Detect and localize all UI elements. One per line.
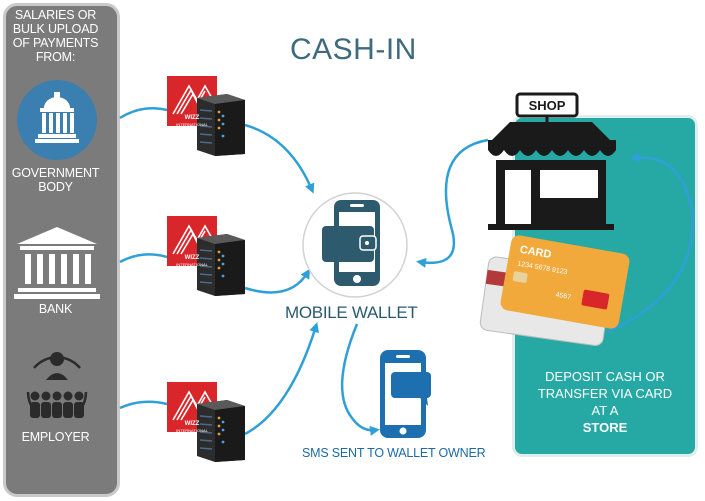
wizz-server-icon: WIZZ INTERNATIONAL (167, 382, 246, 462)
heading-line: BULK UPLOAD (12, 22, 99, 36)
wizz-server-icon: WIZZ INTERNATIONAL (167, 216, 246, 296)
card-number-2: 4567 (555, 292, 572, 302)
label-line: GOVERNMENT (11, 166, 100, 180)
server-logo-subtext: INTERNATIONAL (176, 428, 208, 433)
server-logo-subtext: INTERNATIONAL (176, 262, 208, 267)
server-logo-text: WIZZ (185, 255, 200, 261)
wizz-server-icon: WIZZ INTERNATIONAL (167, 76, 246, 156)
shop-sign-text: SHOP (529, 98, 566, 113)
server2-to-wallet-arrow (244, 268, 311, 294)
server-logo-text: WIZZ (185, 115, 200, 121)
server1-to-wallet-arrow (244, 123, 315, 194)
gov-to-server-arrow (119, 107, 168, 120)
store-to-wallet-arrow (416, 138, 489, 268)
mobile-wallet-icon (302, 192, 408, 298)
heading-line: SALARIES OR (14, 8, 97, 22)
store-emphasis: STORE (582, 420, 628, 435)
employer-group-icon (26, 352, 88, 418)
bank-icon (14, 227, 100, 299)
sms-phone-icon (380, 350, 431, 438)
store-description: DEPOSIT CASH OR TRANSFER VIA CARD AT A S… (512, 368, 698, 436)
shop-icon: SHOP (488, 92, 616, 230)
server3-to-wallet-arrow (244, 322, 320, 436)
wallet-to-sms-arrow (340, 323, 380, 436)
page-title: CASH-IN (290, 33, 417, 66)
left-panel-heading: SALARIES OR BULK UPLOAD OF PAYMENTS FROM… (0, 8, 111, 64)
government-building-icon (35, 92, 79, 143)
mobile-wallet-label: MOBILE WALLET (285, 303, 418, 322)
server-logo-text: WIZZ (185, 421, 200, 427)
description-line: AT A (591, 403, 619, 418)
credit-cards-icon: CARD 1234 5678 9123 4567 (479, 235, 630, 347)
flow-arrows (119, 107, 694, 436)
employer-label: EMPLOYER (0, 430, 111, 444)
sms-label: SMS SENT TO WALLET OWNER (302, 446, 486, 460)
government-body-label: GOVERNMENT BODY (0, 166, 111, 194)
label-line: EMPLOYER (21, 430, 90, 444)
bank-to-server-arrow (119, 253, 168, 264)
card-to-shop-arrow (607, 152, 694, 334)
description-line: TRANSFER VIA CARD (537, 386, 673, 401)
employer-to-server-arrow (119, 400, 168, 410)
heading-line: FROM: (35, 50, 76, 64)
bank-label: BANK (0, 302, 111, 316)
label-line: BODY (38, 180, 73, 194)
heading-line: OF PAYMENTS (12, 36, 99, 50)
label-line: BANK (38, 302, 73, 316)
server-logo-subtext: INTERNATIONAL (176, 122, 208, 127)
card-text: CARD (519, 244, 552, 261)
description-line: DEPOSIT CASH OR (545, 369, 665, 384)
